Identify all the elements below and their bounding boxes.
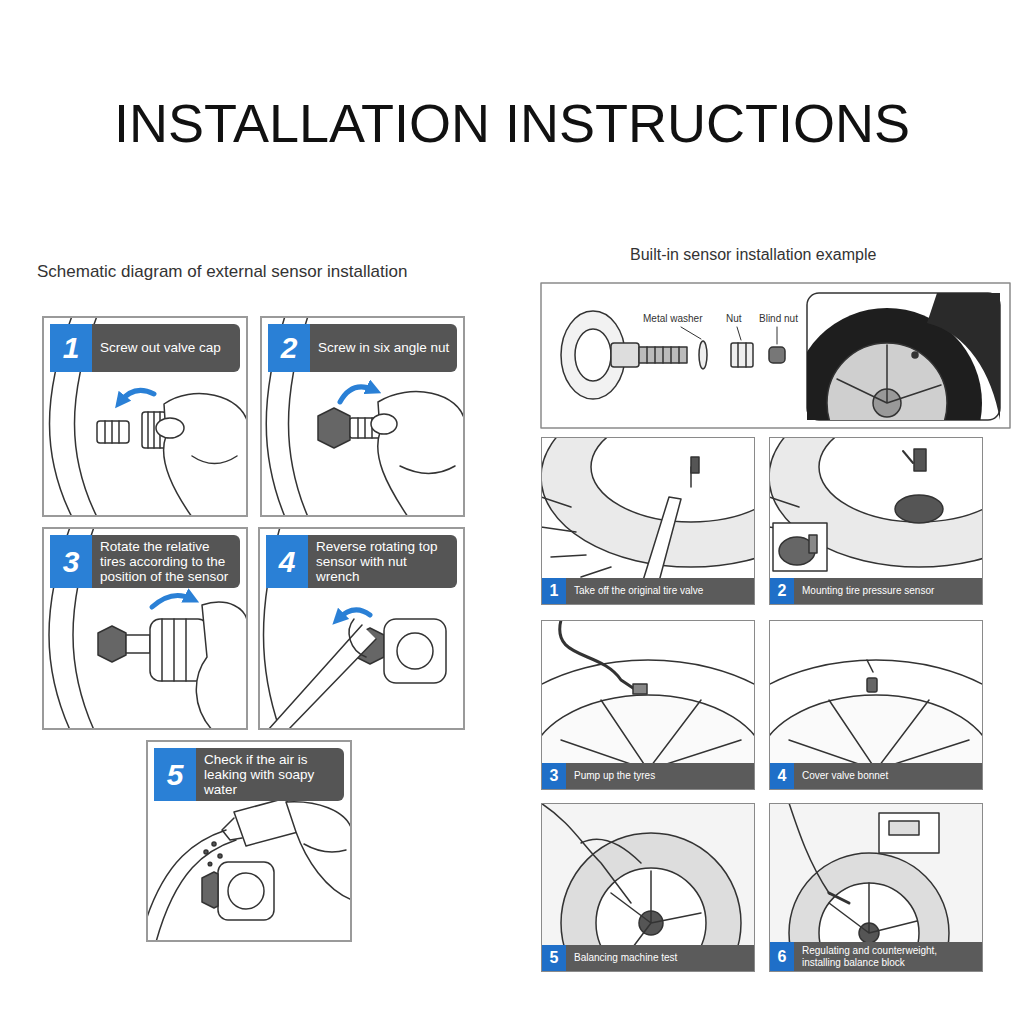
caption-bar: 5Balancing machine test (542, 945, 754, 971)
caption-bar: 3Pump up the tyres (542, 763, 754, 789)
instruction-panel: 3Pump up the tyres (541, 620, 755, 790)
caption-bar: 4Cover valve bonnet (770, 763, 982, 789)
step-caption: Cover valve bonnet (794, 763, 982, 789)
part-label: Metal washer (643, 313, 702, 324)
step-number: 3 (50, 535, 92, 588)
step-caption: Mounting tire pressure sensor (794, 578, 982, 604)
step-number: 6 (770, 942, 794, 971)
part-label: Nut (726, 313, 742, 324)
instruction-panel: 1Take off the original tire valve (541, 437, 755, 605)
instruction-panel: 6Regulating and counterweight, installin… (769, 803, 983, 972)
step-caption: Rotate the relative tires according to t… (92, 535, 240, 588)
caption-bar: 6Regulating and counterweight, installin… (770, 942, 982, 971)
caption-bar: 1Take off the original tire valve (542, 578, 754, 604)
instruction-panel: 2Screw in six angle nut (260, 316, 465, 517)
instruction-panel: 2Mounting tire pressure sensor (769, 437, 983, 605)
step-number: 2 (770, 578, 794, 604)
caption-bar: 5Check if the air is leaking with soapy … (154, 748, 344, 801)
step-caption: Screw out valve cap (92, 324, 240, 372)
step-caption: Take off the original tire valve (566, 578, 754, 604)
step-caption: Screw in six angle nut (310, 324, 457, 372)
caption-bar: 2Mounting tire pressure sensor (770, 578, 982, 604)
step-caption: Reverse rotating top sensor with nut wre… (308, 535, 457, 588)
step-number: 5 (154, 748, 196, 801)
step-caption: Balancing machine test (566, 945, 754, 971)
step-number: 2 (268, 324, 310, 372)
step-number: 1 (50, 324, 92, 372)
caption-bar: 4Reverse rotating top sensor with nut wr… (266, 535, 457, 588)
instruction-panel: 5Check if the air is leaking with soapy … (146, 740, 352, 942)
caption-bar: 1Screw out valve cap (50, 324, 240, 372)
step-caption: Check if the air is leaking with soapy w… (196, 748, 344, 801)
caption-bar: 3Rotate the relative tires according to … (50, 535, 240, 588)
step-number: 1 (542, 578, 566, 604)
caption-bar: 2Screw in six angle nut (268, 324, 457, 372)
instruction-panel: 5Balancing machine test (541, 803, 755, 972)
instruction-panel: 1Screw out valve cap (42, 316, 248, 517)
page-title: INSTALLATION INSTRUCTIONS (114, 92, 910, 154)
instruction-panel: 4Cover valve bonnet (769, 620, 983, 790)
section-heading: Built-in sensor installation example (630, 246, 876, 264)
section-heading: Schematic diagram of external sensor ins… (37, 262, 407, 282)
step-caption: Regulating and counterweight, installing… (794, 942, 982, 971)
step-number: 4 (266, 535, 308, 588)
step-caption: Pump up the tyres (566, 763, 754, 789)
part-label: Blind nut (759, 313, 798, 324)
step-number: 3 (542, 763, 566, 789)
step-number: 5 (542, 945, 566, 971)
instruction-panel: 4Reverse rotating top sensor with nut wr… (258, 527, 465, 730)
instruction-panel: 3Rotate the relative tires according to … (42, 527, 248, 730)
step-number: 4 (770, 763, 794, 789)
